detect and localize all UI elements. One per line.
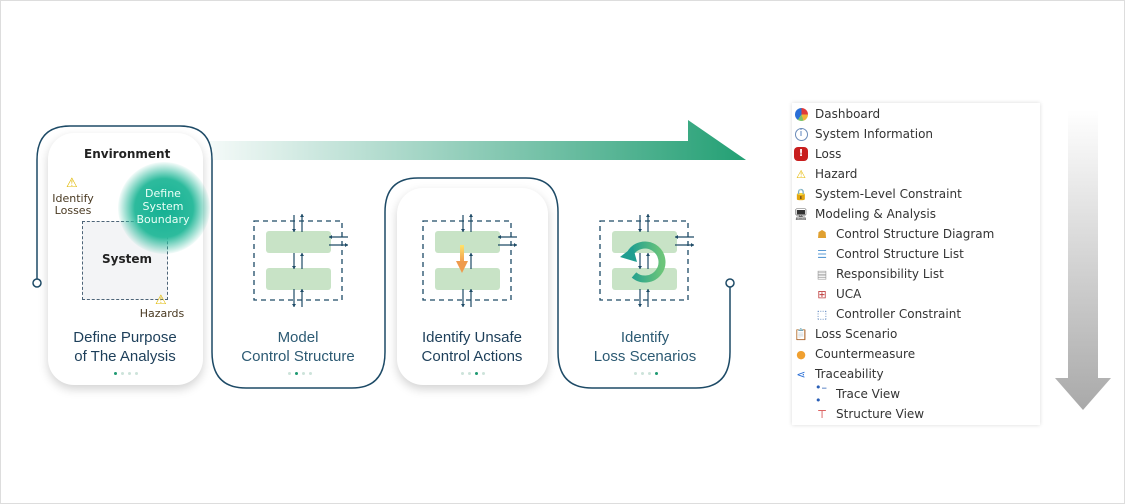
menu-item-countermeasure[interactable]: ● Countermeasure: [794, 344, 915, 364]
menu-item-control-structure-diagram[interactable]: ☗ Control Structure Diagram: [815, 224, 994, 244]
process-arrow: [210, 120, 746, 160]
hierarchy-icon: ☗: [817, 227, 827, 241]
document-icon: ▤: [816, 267, 828, 281]
menu-item-label: Loss: [815, 147, 842, 161]
page-dot: [288, 372, 291, 375]
menu-item-label: Responsibility List: [836, 267, 944, 281]
system-label: System: [102, 252, 152, 266]
menu-item-label: Controller Constraint: [836, 307, 962, 321]
page-dot: [135, 372, 138, 375]
boundary-glow: [118, 162, 210, 254]
menu-item-loss[interactable]: ! Loss: [794, 144, 841, 164]
menu-item-label: Modeling & Analysis: [815, 207, 937, 221]
menu-item-label: System Information: [815, 127, 934, 141]
page-dot: [302, 372, 305, 375]
menu-item-label: Control Structure Diagram: [836, 227, 995, 241]
menu-item-controller-constraint[interactable]: ⬚ Controller Constraint: [815, 304, 961, 324]
menu-item-label: System-Level Constraint: [815, 187, 962, 201]
page-dot: [461, 372, 464, 375]
menu-item-system-information[interactable]: i System Information: [794, 124, 933, 144]
page-dot: [655, 372, 658, 375]
menu-item-label: Structure View: [836, 407, 925, 421]
lightbulb-icon: ●: [796, 347, 806, 361]
menu-item-structure-view[interactable]: ⊤ Structure View: [815, 404, 924, 424]
page-dot: [114, 372, 117, 375]
menu-item-dashboard[interactable]: Dashboard: [794, 104, 880, 124]
page-dot: [648, 372, 651, 375]
schematic: [253, 214, 348, 307]
step-dots-2: [288, 372, 312, 375]
navigation-menu: Dashboard i System Information! Loss ⚠ Hazard…: [792, 103, 1040, 425]
share-icon: ⋖: [796, 367, 806, 381]
page-dot: [121, 372, 124, 375]
flow-start-node: [32, 278, 42, 288]
search-table-icon: ⊞: [817, 287, 827, 301]
page-dot: [309, 372, 312, 375]
menu-item-control-structure-list[interactable]: ☰ Control Structure List: [815, 244, 964, 264]
schematic: [422, 214, 517, 307]
trace-icon: •–•: [815, 381, 827, 407]
page-dot: [641, 372, 644, 375]
page-dot: [634, 372, 637, 375]
menu-item-label: Trace View: [836, 387, 901, 401]
warning-icon: ⚠: [796, 167, 806, 181]
page-dot: [128, 372, 131, 375]
alert-icon: !: [794, 147, 808, 161]
menu-item-hazard[interactable]: ⚠ Hazard: [794, 164, 857, 184]
menu-item-label: Dashboard: [815, 107, 881, 121]
lock-warning-icon: 🔒: [794, 187, 808, 201]
page-dot: [475, 372, 478, 375]
flow-outline: [36, 125, 731, 389]
environment-label: Environment: [84, 147, 171, 161]
menu-item-modeling-analysis[interactable]: 🖥 Modeling & Analysis: [794, 204, 936, 224]
constraint-icon: ⬚: [816, 307, 828, 321]
warning-icon: ⚠: [66, 176, 78, 191]
warning-icon: ⚠: [155, 293, 167, 308]
menu-item-label: Loss Scenario: [815, 327, 898, 341]
info-icon: i: [794, 127, 808, 141]
hazards-label: Hazards: [139, 307, 185, 320]
step-dots-1: [114, 372, 138, 375]
monitor-icon: 🖥: [794, 207, 808, 221]
list-icon: ☰: [817, 247, 827, 261]
menu-item-label: Countermeasure: [815, 347, 916, 361]
step-dots-4: [634, 372, 658, 375]
structure-icon: ⊤: [817, 407, 827, 421]
menu-item-label: UCA: [836, 287, 862, 301]
menu-item-system-level-constraint[interactable]: 🔒 System-Level Constraint: [794, 184, 962, 204]
flow-end-node: [725, 278, 735, 288]
menu-item-responsibility-list[interactable]: ▤ Responsibility List: [815, 264, 944, 284]
pie-chart-icon: [794, 107, 808, 121]
menu-item-label: Control Structure List: [836, 247, 964, 261]
page-dot: [295, 372, 298, 375]
page-dot: [468, 372, 471, 375]
clipboard-icon: 📋: [794, 327, 808, 341]
step-dots-3: [461, 372, 485, 375]
unsafe-action-arrow: [456, 245, 468, 273]
menu-item-loss-scenario[interactable]: 📋 Loss Scenario: [794, 324, 897, 344]
down-arrow: [1055, 110, 1111, 410]
cycle-arrow-icon: [620, 241, 666, 283]
menu-item-uca[interactable]: ⊞ UCA: [815, 284, 861, 304]
schematic: [599, 214, 694, 307]
menu-item-trace-view[interactable]: •–• Trace View: [815, 381, 901, 407]
page-dot: [482, 372, 485, 375]
menu-item-label: Hazard: [815, 167, 858, 181]
menu-item-label: Traceability: [815, 367, 884, 381]
menu-item-traceability[interactable]: ⋖ Traceability: [794, 364, 884, 384]
